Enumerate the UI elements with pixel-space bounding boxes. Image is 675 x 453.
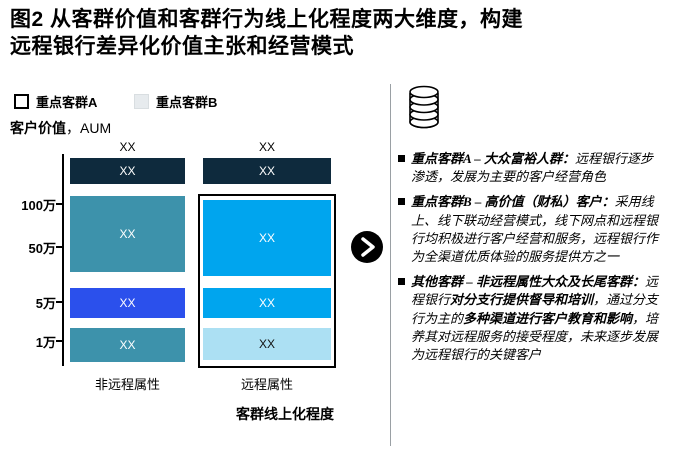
bullet-item: 重点客群B – 高价值（财私）客户：采用线上、线下联动经营模式，线下网点和远程银…	[398, 193, 660, 266]
y-axis-line	[62, 154, 64, 366]
bullet-text-bold: 多种渠道进行客户教育和影响	[463, 310, 633, 326]
bullet-text: ，培养其对远程服务的接受程度，未来逐步发展为远程银行的关键客户	[411, 310, 659, 362]
legend-item-a: 重点客群A	[14, 92, 97, 111]
y-tick-mark	[56, 203, 62, 205]
matrix-cell: XX	[203, 200, 331, 276]
y-tick-mark	[56, 246, 62, 248]
matrix-cell: XX	[70, 158, 185, 184]
matrix-cell: XX	[203, 158, 331, 184]
bullet-text: 远程银行逐步渗透，发展为主要的客户经营角色	[411, 151, 653, 185]
chevron-right-icon	[350, 230, 384, 264]
y-axis-title-bold: 客户价值	[10, 120, 66, 136]
figure-title-line2: 远程银行差异化价值主张和经营模式	[10, 35, 354, 59]
figure-title-line1: 图2 从客群价值和客群行为线上化程度两大维度，构建	[10, 8, 524, 31]
matrix-cell: XX	[70, 196, 185, 272]
column-top-label: XX	[119, 140, 136, 154]
legend-a-label: 重点客群A	[36, 95, 98, 110]
matrix-cell: XX	[70, 288, 185, 318]
y-axis-title-rest: ，AUM	[66, 120, 112, 136]
y-tick-label: 5万	[35, 296, 56, 311]
bullet-marker-icon	[398, 278, 405, 286]
bullet-text: 采用线上、线下联动经营模式，线下网点和远程银行均积极进行客户经营和服务，远程银行…	[411, 194, 659, 264]
legend-a-swatch	[14, 94, 29, 109]
bullet-text-bold: 重点客群A – 大众富裕人群：	[411, 151, 575, 166]
legend-b-label: 重点客群B	[156, 95, 218, 110]
bullet-text: ，通过分支行为主的	[411, 292, 659, 326]
coin-stack-icon	[406, 84, 442, 130]
y-tick-mark	[56, 340, 62, 342]
vertical-divider	[390, 84, 391, 446]
bullet-marker-icon	[398, 198, 405, 206]
y-tick-mark	[56, 301, 62, 303]
legend-b-swatch	[134, 94, 149, 109]
bullet-text-bold: 对分支行提供督导和培训	[450, 292, 594, 308]
column-top-label: XX	[258, 140, 275, 154]
bullet-text: 远程银行	[411, 274, 659, 308]
y-tick-label: 100万	[21, 198, 56, 213]
bullet-list: 重点客群A – 大众富裕人群：远程银行逐步渗透，发展为主要的客户经营角色 重点客…	[398, 150, 660, 371]
bullet-item: 重点客群A – 大众富裕人群：远程银行逐步渗透，发展为主要的客户经营角色	[398, 150, 660, 186]
x-axis-category-label: 远程属性	[240, 377, 293, 392]
matrix-cell: XX	[70, 328, 185, 362]
matrix-cell: XX	[203, 328, 331, 360]
x-axis-title: 客群线上化程度	[236, 406, 334, 422]
bullet-marker-icon	[398, 155, 405, 162]
bullet-text-bold: 重点客群B – 高价值（财私）客户：	[411, 194, 615, 210]
bullet-text-bold: 其他客群 – 非远程属性大众及长尾客群：	[411, 274, 646, 290]
y-tick-label: 1万	[35, 335, 56, 350]
x-axis-category-label: 非远程属性	[94, 377, 160, 392]
bullet-item: 其他客群 – 非远程属性大众及长尾客群：远程银行对分支行提供督导和培训，通过分支…	[398, 273, 660, 364]
legend-item-b: 重点客群B	[134, 92, 217, 111]
y-tick-label: 50万	[28, 241, 56, 256]
y-axis-title: 客户价值，AUM	[10, 118, 111, 138]
matrix-cell: XX	[203, 288, 331, 318]
figure-title: 图2 从客群价值和客群行为线上化程度两大维度，构建 远程银行差异化价值主张和经营…	[10, 6, 610, 61]
